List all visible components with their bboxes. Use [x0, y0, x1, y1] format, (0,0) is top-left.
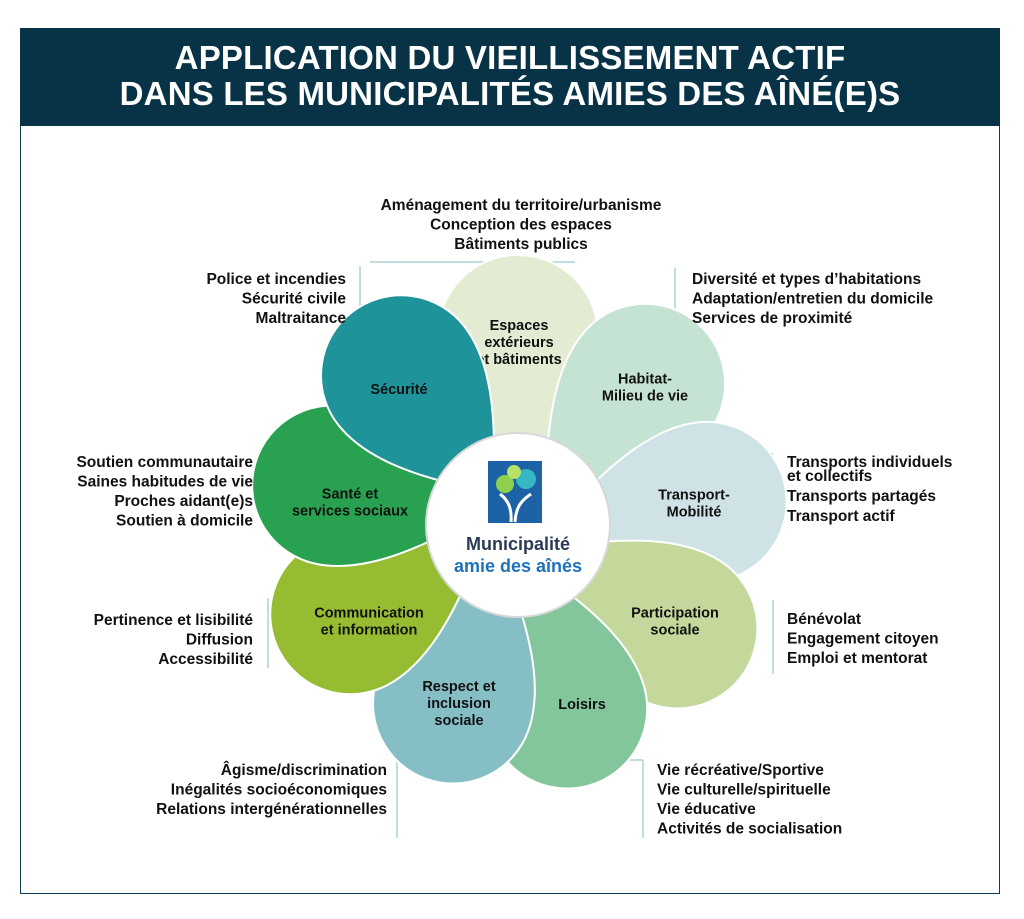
description-securite: Sécurité civile	[242, 291, 347, 308]
petal-label-communication: et information	[321, 623, 418, 639]
petal-label-espaces: extérieurs	[484, 335, 553, 351]
center-circle	[425, 432, 611, 618]
description-espaces: Conception des espaces	[430, 217, 612, 234]
description-respect: Inégalités socioéconomiques	[171, 782, 387, 799]
description-securite: Maltraitance	[256, 310, 347, 327]
description-respect: Relations intergénérationnelles	[156, 801, 387, 818]
description-participation: Emploi et mentorat	[787, 650, 927, 667]
description-communication: Accessibilité	[158, 651, 253, 668]
petal-label-participation: Participation	[631, 606, 719, 622]
description-loisirs: Vie culturelle/spirituelle	[657, 782, 831, 799]
description-sante: Proches aidant(e)s	[114, 493, 253, 510]
description-transport: Transport actif	[787, 508, 895, 525]
logo-leaf-icon	[496, 475, 514, 493]
petal-securite	[320, 294, 496, 495]
description-sante: Saines habitudes de vie	[77, 474, 253, 491]
description-transport: et collectifs	[787, 468, 872, 485]
description-transport: Transports partagés	[787, 488, 936, 505]
description-participation: Engagement citoyen	[787, 631, 939, 648]
description-habitat: Diversité et types d’habitations	[692, 271, 921, 288]
description-participation: Bénévolat	[787, 611, 861, 628]
petal-label-communication: Communication	[314, 606, 424, 622]
petal-label-espaces: et bâtiments	[476, 352, 561, 368]
description-transport: Transports individuels	[787, 454, 952, 471]
description-espaces: Bâtiments publics	[454, 236, 588, 253]
petal-label-habitat: Habitat-	[618, 372, 672, 388]
petal-label-sante: services sociaux	[292, 504, 408, 520]
logo-trunk-icon	[499, 492, 532, 523]
petal-label-espaces: Espaces	[490, 318, 549, 334]
description-espaces: Aménagement du territoire/urbanisme	[381, 197, 662, 214]
logo-leaf-icon	[516, 469, 536, 489]
petal-shape-securite	[320, 294, 496, 495]
petal-label-participation: sociale	[650, 623, 699, 639]
petal-label-loisirs: Loisirs	[558, 697, 606, 713]
petal-label-transport: Transport-	[658, 488, 730, 504]
petal-label-transport: Mobilité	[667, 505, 722, 521]
description-habitat: Adaptation/entretien du domicile	[692, 291, 934, 308]
description-respect: Âgisme/discrimination	[221, 761, 387, 779]
description-loisirs: Vie récréative/Sportive	[657, 762, 824, 779]
description-sante: Soutien à domicile	[116, 513, 253, 530]
petal-label-respect: sociale	[434, 713, 483, 729]
description-sante: Soutien communautaire	[76, 454, 253, 471]
logo-text-line-1: Municipalité	[466, 534, 570, 554]
descriptions: Aménagement du territoire/urbanismeConce…	[76, 197, 952, 838]
title-line-1: APPLICATION DU VIEILLISSEMENT ACTIF	[174, 39, 846, 76]
description-securite: Police et incendies	[206, 271, 346, 288]
petal-label-habitat: Milieu de vie	[602, 389, 688, 405]
description-loisirs: Vie éducative	[657, 801, 756, 818]
description-habitat: Services de proximité	[692, 310, 853, 327]
petal-label-sante: Santé et	[322, 487, 379, 503]
petal-label-securite: Sécurité	[370, 382, 427, 398]
petal-label-respect: Respect et	[422, 679, 496, 695]
logo-text-line-2: amie des aînés	[454, 556, 582, 576]
petal-label-respect: inclusion	[427, 696, 491, 712]
logo-leaf-icon	[507, 465, 521, 479]
title-banner: APPLICATION DU VIEILLISSEMENT ACTIF DANS…	[20, 28, 1000, 126]
title-line-2: DANS LES MUNICIPALITÉS AMIES DES AÎNÉ(E)…	[119, 75, 901, 112]
description-communication: Diffusion	[186, 632, 253, 649]
description-communication: Pertinence et lisibilité	[94, 612, 254, 629]
description-loisirs: Activités de socialisation	[657, 821, 842, 838]
